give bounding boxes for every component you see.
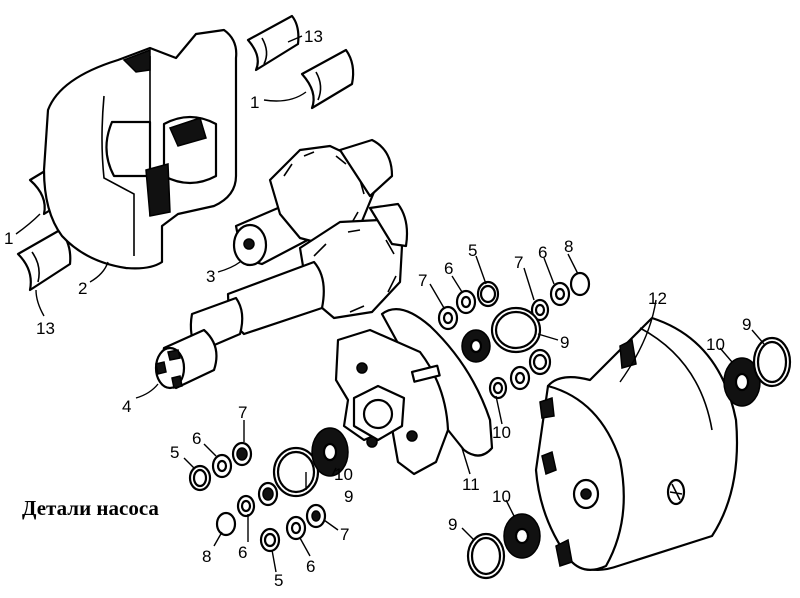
leader-lines bbox=[15, 35, 765, 573]
callout-2: 2 bbox=[78, 279, 87, 298]
callout-6: 6 bbox=[306, 557, 315, 576]
pump-cover bbox=[534, 316, 739, 571]
callout-6: 6 bbox=[444, 259, 453, 278]
callout-5: 5 bbox=[468, 241, 477, 260]
callout-7: 7 bbox=[340, 525, 349, 544]
callout-6: 6 bbox=[192, 429, 201, 448]
callout-12: 12 bbox=[648, 289, 667, 308]
figure-caption: Детали насоса bbox=[22, 496, 159, 520]
callout-10: 10 bbox=[334, 465, 353, 484]
callout-10: 10 bbox=[492, 487, 511, 506]
bushing-left-13 bbox=[16, 228, 72, 292]
callout-8: 8 bbox=[564, 237, 573, 256]
callout-1: 1 bbox=[250, 93, 259, 112]
callout-9: 9 bbox=[560, 333, 569, 352]
callout-10: 10 bbox=[706, 335, 725, 354]
bushing-top-13 bbox=[246, 14, 300, 72]
callout-7: 7 bbox=[418, 271, 427, 290]
callout-3: 3 bbox=[206, 267, 215, 286]
callout-8: 8 bbox=[202, 547, 211, 566]
callout-7: 7 bbox=[514, 253, 523, 272]
callout-6: 6 bbox=[538, 243, 547, 262]
callout-9: 9 bbox=[742, 315, 751, 334]
callout-5: 5 bbox=[274, 571, 283, 590]
drive-gear-shaft bbox=[154, 202, 409, 390]
bushing-top-1 bbox=[300, 48, 355, 110]
callout-5: 5 bbox=[170, 443, 179, 462]
callout-11: 11 bbox=[462, 475, 480, 494]
callout-6: 6 bbox=[238, 543, 247, 562]
callout-9: 9 bbox=[448, 515, 457, 534]
sealing-rings bbox=[188, 271, 792, 580]
callout-numbers: 13 1 1 2 13 3 4 5 6 7 5 7 6 8 9 10 11 12… bbox=[4, 27, 751, 590]
callout-1: 1 bbox=[4, 229, 13, 248]
callout-9: 9 bbox=[344, 487, 353, 506]
callout-4: 4 bbox=[122, 397, 131, 416]
callout-13: 13 bbox=[36, 319, 55, 338]
pump-housing bbox=[42, 28, 238, 270]
callout-10: 10 bbox=[492, 423, 511, 442]
cover-plate bbox=[334, 308, 494, 476]
callout-7: 7 bbox=[238, 403, 247, 422]
callout-13: 13 bbox=[304, 27, 323, 46]
